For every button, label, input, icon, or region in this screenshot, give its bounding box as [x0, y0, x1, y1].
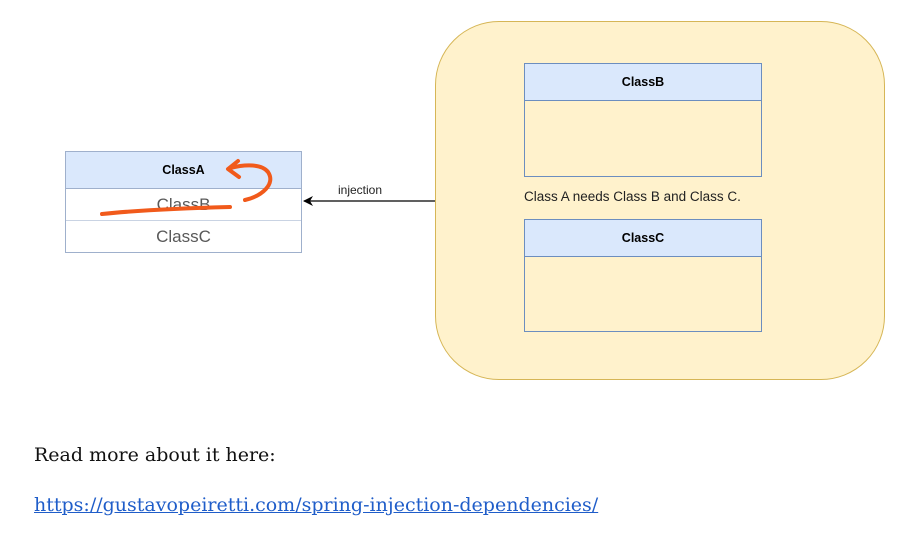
class-a-title: ClassA [66, 152, 301, 189]
diagram-overlay [100, 159, 435, 216]
class-a-field-classc: ClassC [156, 226, 211, 246]
container-note: Class A needs Class B and Class C. [524, 189, 741, 204]
injection-label: injection [338, 183, 383, 197]
article-link[interactable]: https://gustavopeiretti.com/spring-injec… [34, 494, 599, 516]
dependency-injection-diagram: ClassB Class A needs Class B and Class C… [65, 21, 885, 380]
underline-annotation [100, 205, 232, 216]
curved-arrow-annotation [228, 163, 273, 202]
class-b-box: ClassB [524, 63, 762, 177]
class-b-title: ClassB [525, 64, 761, 101]
class-c-title: ClassC [525, 220, 761, 257]
arrowhead-annotation [226, 159, 241, 179]
class-c-box: ClassC [524, 219, 762, 332]
read-more-text: Read more about it here: [34, 444, 276, 466]
